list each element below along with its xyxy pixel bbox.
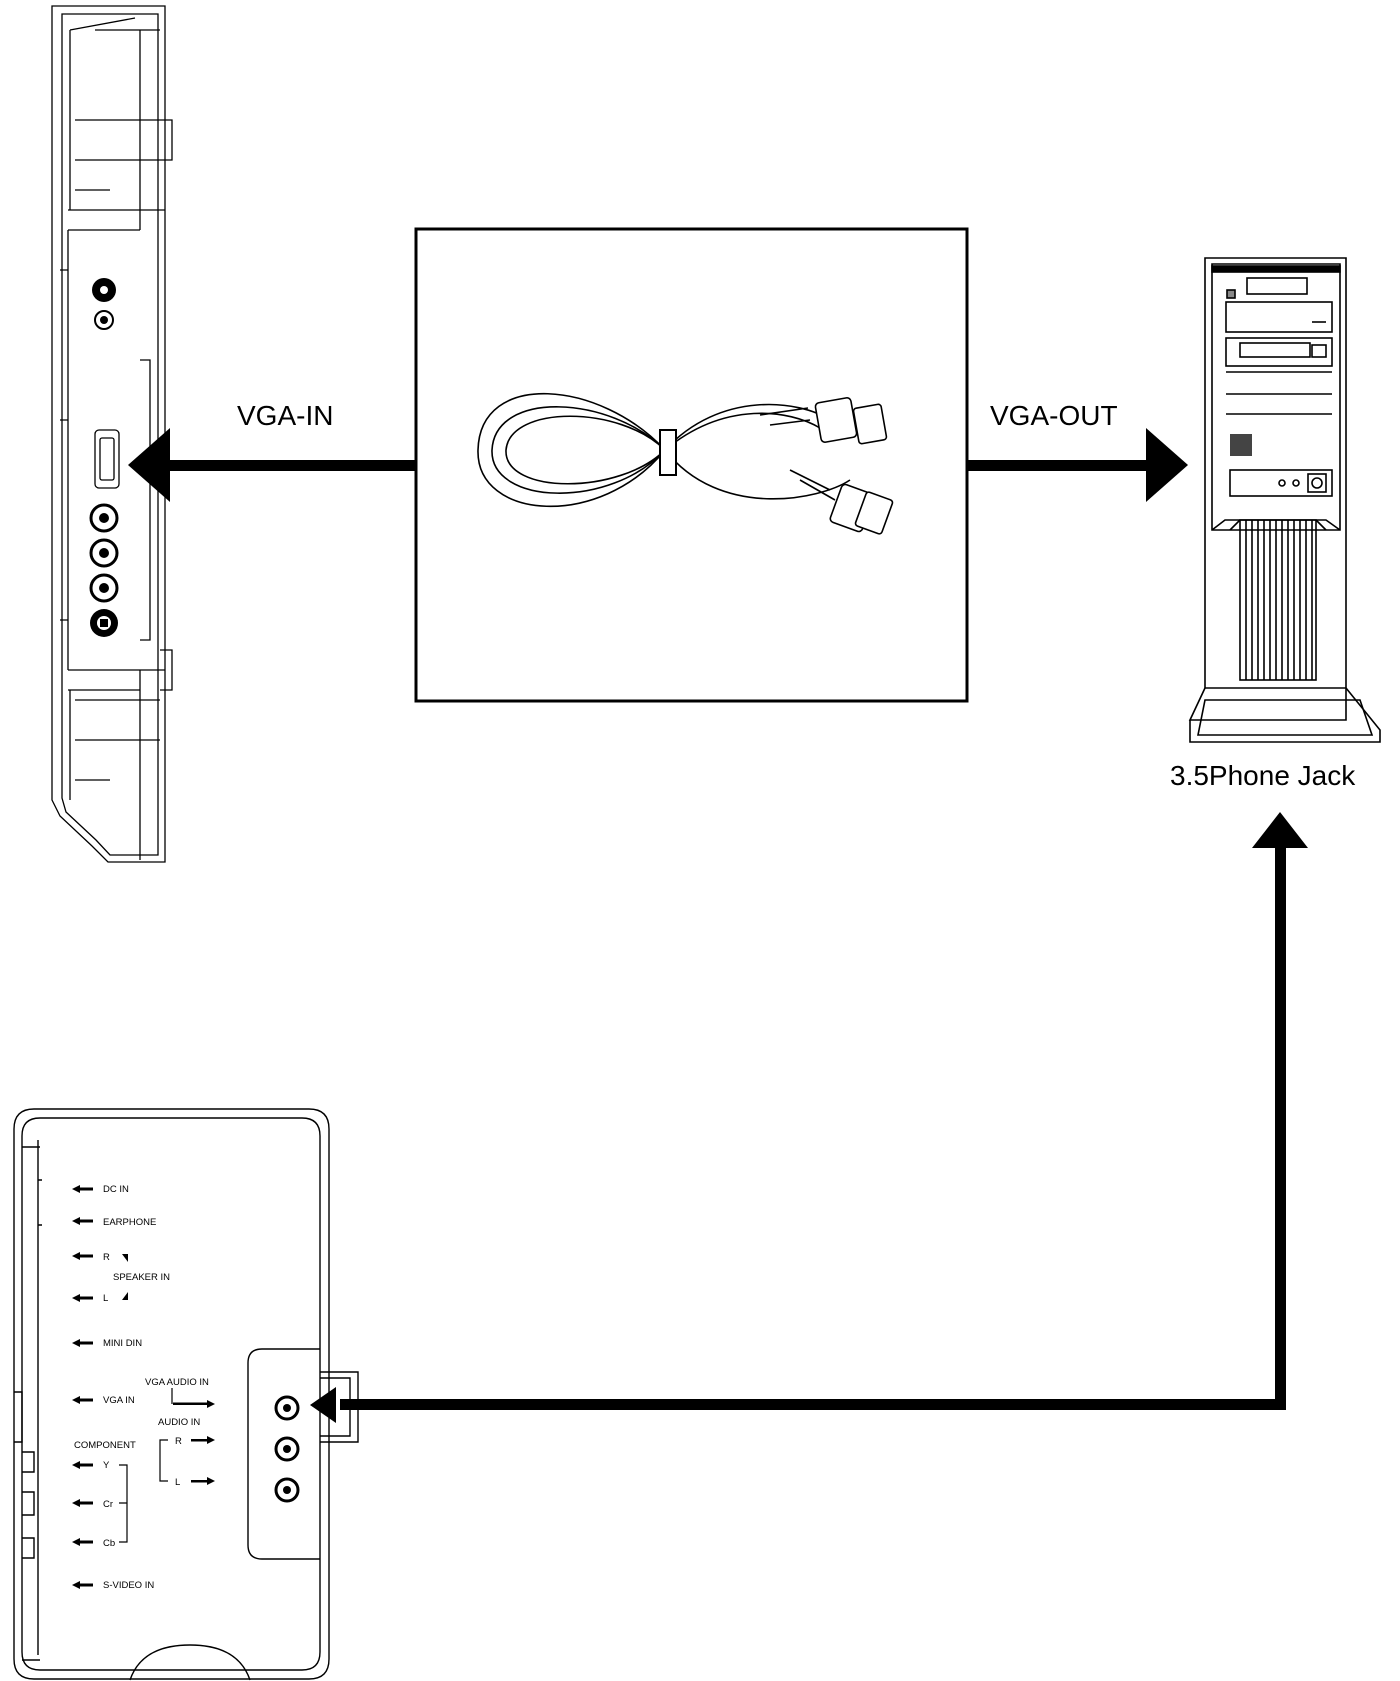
panel-label-arrows — [72, 1185, 215, 1589]
audio-r-label: R — [175, 1436, 182, 1447]
s-video-in-label: S-VIDEO IN — [103, 1580, 154, 1591]
rear-panel — [13, 1108, 359, 1681]
monitor-side-view — [51, 5, 173, 863]
vga-out-arrow — [967, 428, 1188, 502]
speaker-in-label: SPEAKER IN — [113, 1272, 170, 1283]
rear-panel-jacks — [274, 1395, 300, 1503]
dc-in-label: DC IN — [103, 1184, 129, 1195]
vga-out-label: VGA-OUT — [990, 400, 1118, 431]
vga-in-panel-label: VGA IN — [103, 1395, 135, 1406]
audio-cable-arrow — [310, 812, 1308, 1423]
component-cr-label: Cr — [103, 1499, 113, 1510]
speaker-r-label: R — [103, 1252, 110, 1263]
component-label: COMPONENT — [74, 1440, 136, 1451]
earphone-label: EARPHONE — [103, 1217, 156, 1228]
monitor-ports — [89, 278, 119, 637]
earphone-port — [94, 310, 114, 330]
component-cb-label: Cb — [103, 1538, 115, 1549]
pc-tower — [1188, 257, 1381, 743]
component-y-label: Y — [103, 1460, 110, 1471]
phone-jack-label: 3.5Phone Jack — [1170, 760, 1356, 791]
mini-din-label: MINI DIN — [103, 1338, 142, 1349]
panel-bracket-lines — [119, 1388, 173, 1543]
vga-cable-illustration — [477, 392, 894, 535]
audio-in-label: AUDIO IN — [158, 1417, 200, 1428]
panel-labels: DC IN EARPHONE R SPEAKER IN L MINI DIN V… — [74, 1184, 209, 1591]
vga-audio-in-label: VGA AUDIO IN — [145, 1377, 209, 1388]
speaker-l-label: L — [103, 1293, 108, 1304]
audio-l-label: L — [175, 1477, 180, 1488]
vga-in-label: VGA-IN — [237, 400, 333, 431]
vga-in-arrow — [128, 428, 416, 502]
rca-port — [89, 503, 119, 603]
vga-cable-box — [414, 227, 969, 703]
